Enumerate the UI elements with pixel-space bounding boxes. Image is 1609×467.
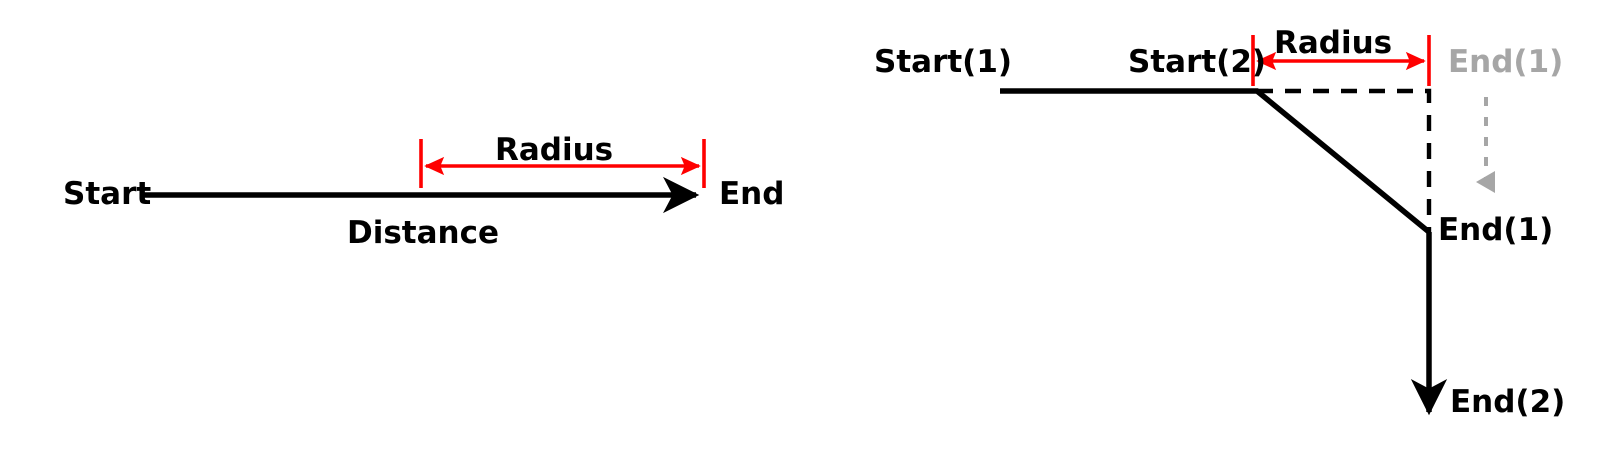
radius-construction-box [1257, 88, 1432, 232]
panel-two-segment [1000, 35, 1495, 416]
label-radius-right: Radius [1274, 25, 1393, 61]
label-start-2: Start(2) [1128, 44, 1267, 80]
label-start-1: Start(1) [874, 44, 1013, 80]
label-distance: Distance [347, 215, 500, 251]
label-end-1-ghost: End(1) [1448, 44, 1564, 80]
label-end-1: End(1) [1438, 212, 1554, 248]
label-end-2: End(2) [1450, 384, 1566, 420]
path-polyline [1000, 88, 1431, 235]
label-end: End [719, 176, 785, 212]
label-start: Start [63, 176, 152, 212]
label-radius-left: Radius [495, 132, 614, 168]
panel-single-segment [140, 139, 706, 214]
